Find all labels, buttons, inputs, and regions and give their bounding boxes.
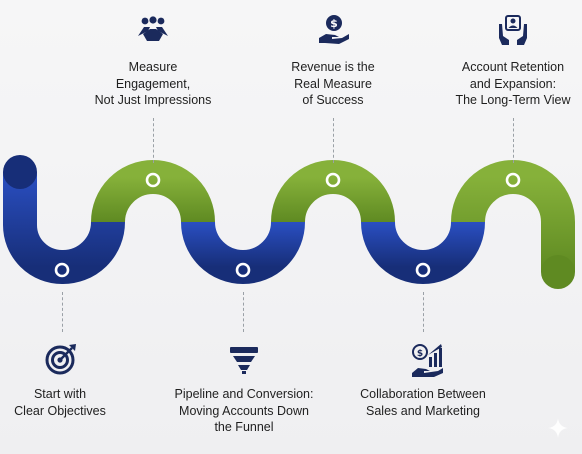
account-hands-icon xyxy=(497,14,529,51)
step-label-collaboration: Collaboration Between Sales and Marketin… xyxy=(360,387,486,418)
milestone-dot xyxy=(235,262,251,278)
leader-line xyxy=(423,292,424,332)
step-label-measure-engagement: Measure Engagement, Not Just Impressions xyxy=(94,60,212,107)
growth-chart-icon: $ xyxy=(410,343,444,382)
milestone-dot xyxy=(505,172,521,188)
wave-valley-1 xyxy=(2,172,125,284)
step-label-account-retention: Account Retention and Expansion: The Lon… xyxy=(455,60,571,107)
wave-crest-3 xyxy=(451,159,575,272)
step-label-pipeline-conversion: Pipeline and Conversion: Moving Accounts… xyxy=(174,387,314,434)
leader-line xyxy=(243,292,244,332)
target-icon xyxy=(45,343,77,380)
wave-valley-3 xyxy=(361,221,485,285)
svg-text:$: $ xyxy=(417,349,423,359)
milestone-dot xyxy=(145,172,161,188)
wave-crest-2 xyxy=(271,159,395,223)
leader-line xyxy=(333,118,334,163)
svg-text:$: $ xyxy=(330,17,338,30)
step-label-revenue: Revenue is the Real Measure of Success xyxy=(291,60,375,107)
wave-crest-1 xyxy=(91,159,215,223)
dollar-hand-icon: $ xyxy=(317,14,351,51)
sparkle-icon xyxy=(548,418,568,443)
milestone-dot xyxy=(415,262,431,278)
wave-valley-2 xyxy=(181,221,305,285)
handshake-icon xyxy=(136,16,170,51)
funnel-icon xyxy=(229,345,259,380)
leader-line xyxy=(62,292,63,332)
leader-line xyxy=(153,118,154,163)
milestone-dot xyxy=(325,172,341,188)
step-label-start-objectives: Start with Clear Objectives xyxy=(14,387,106,418)
milestone-dot xyxy=(54,262,70,278)
leader-line xyxy=(513,118,514,163)
